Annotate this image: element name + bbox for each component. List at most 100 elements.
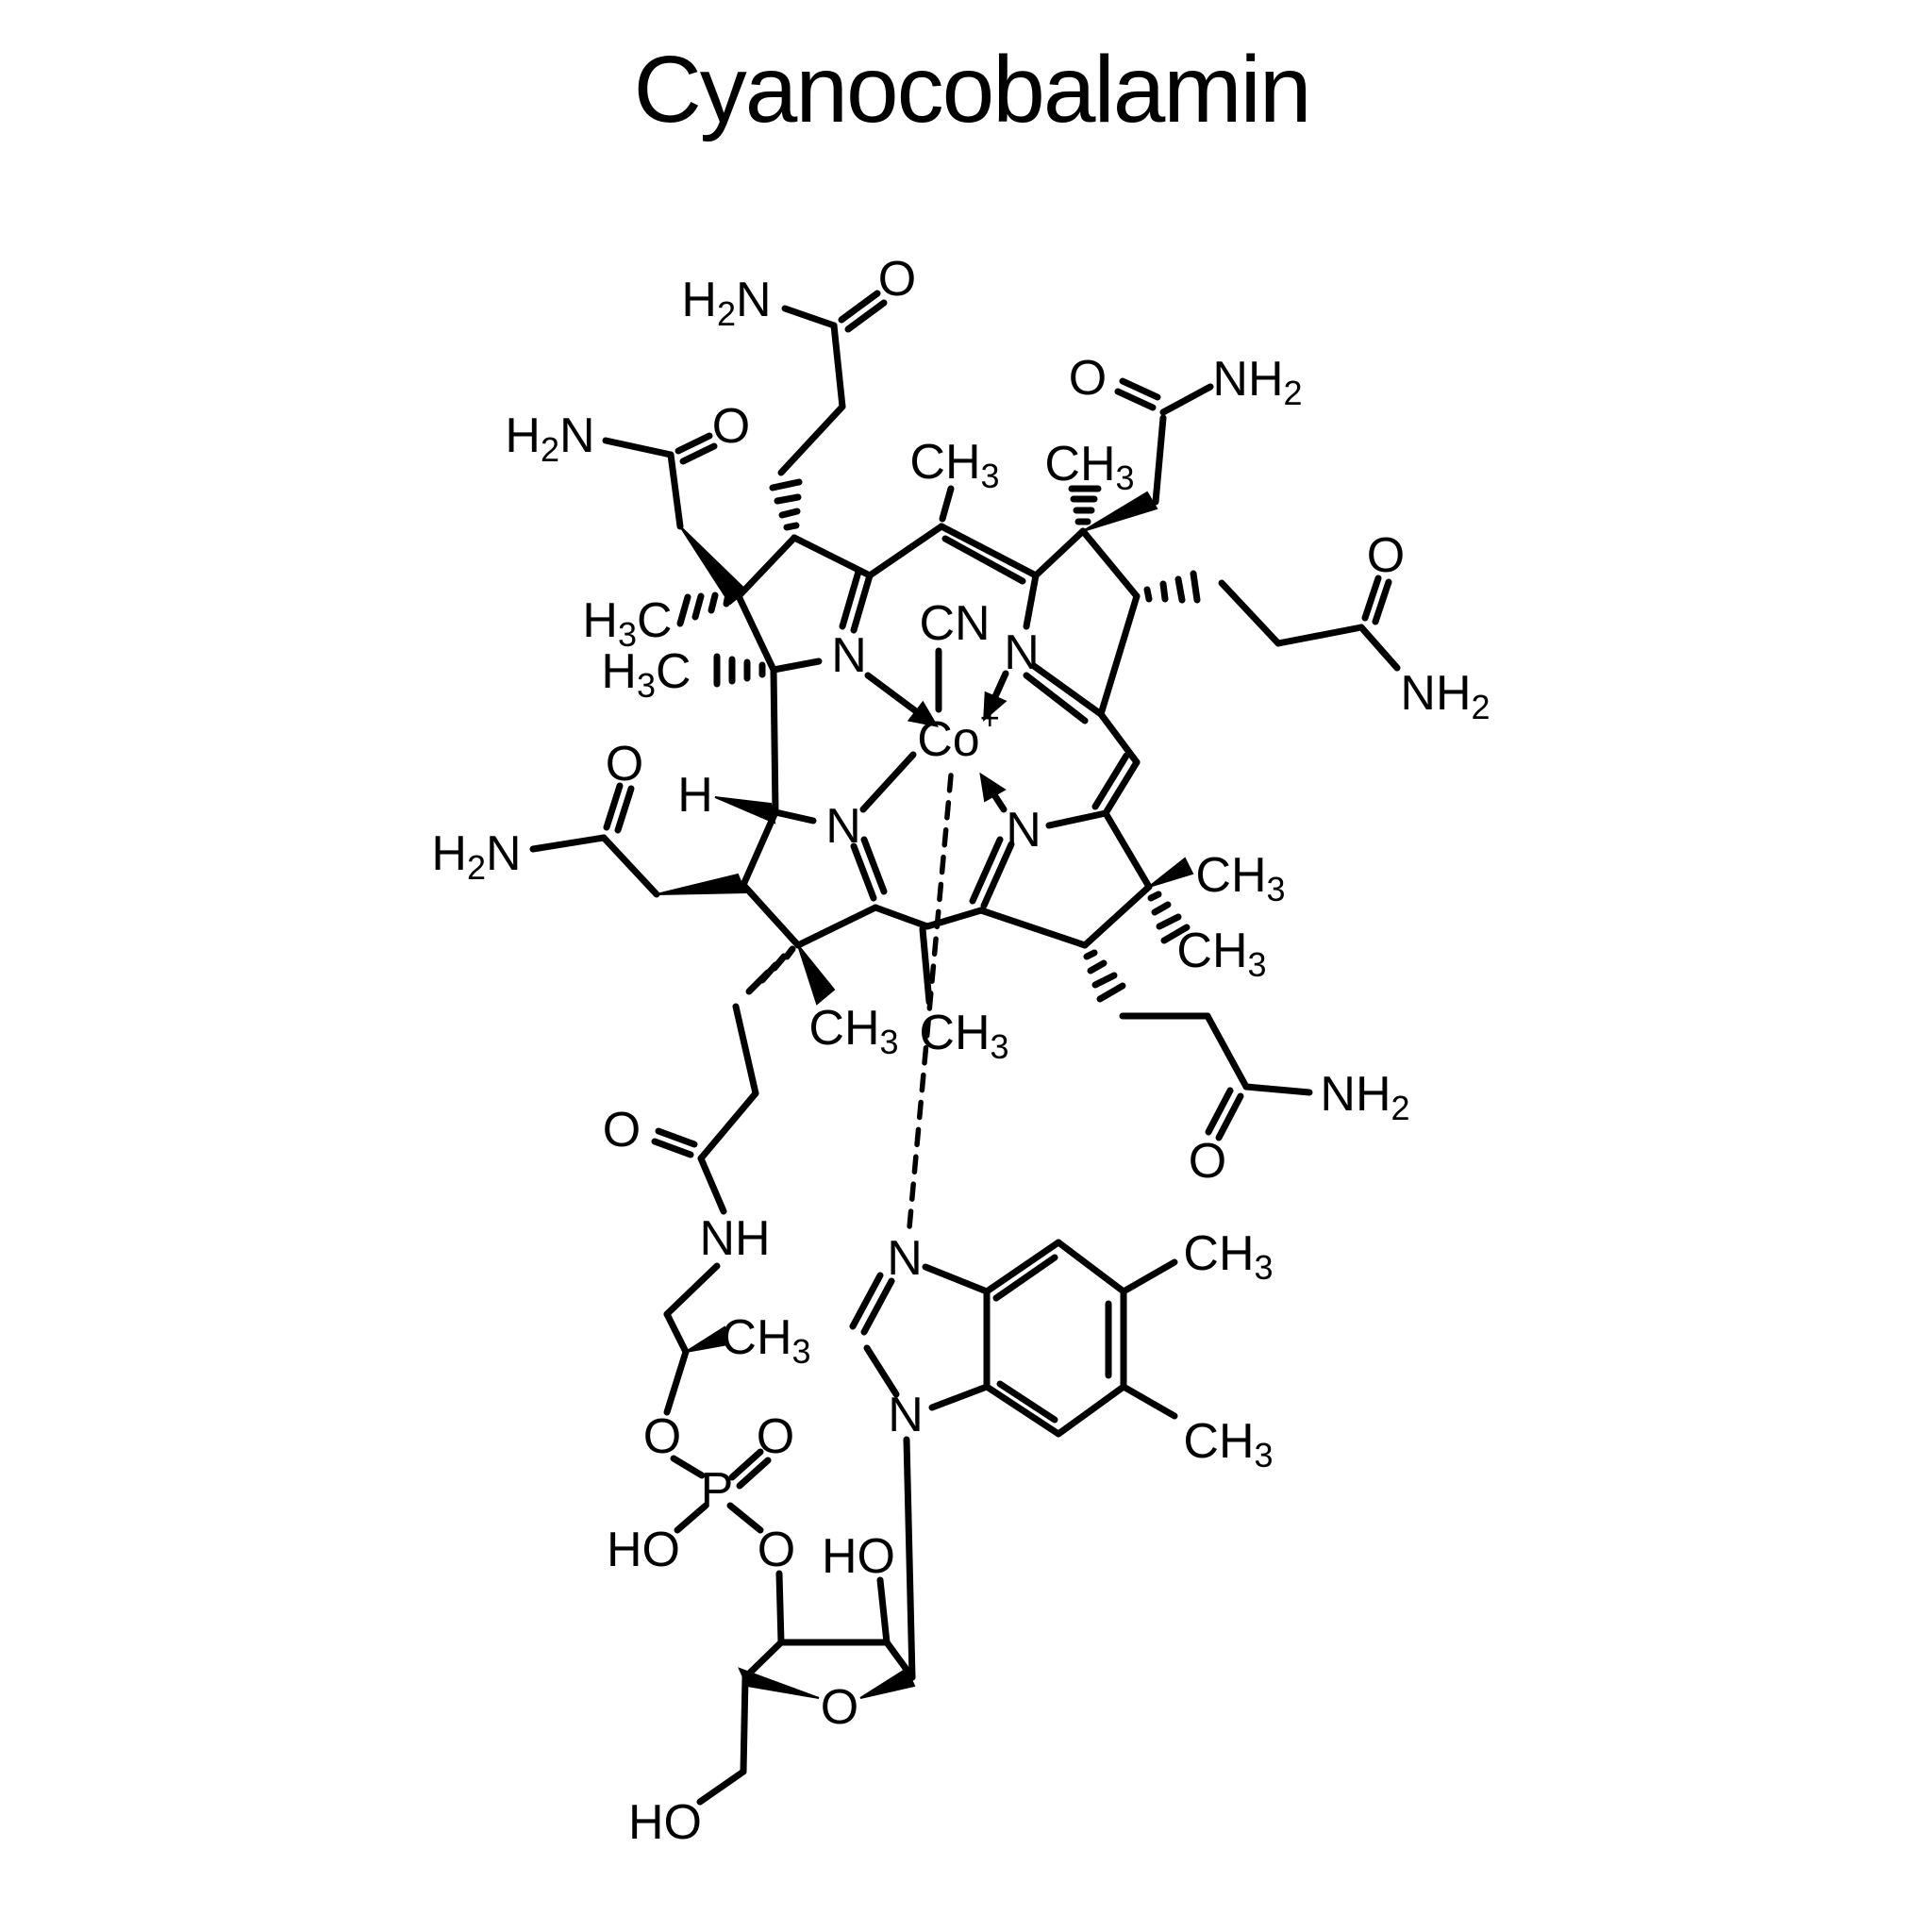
atom-label-amide4-o: O [1069, 351, 1107, 406]
double-bond [655, 1127, 698, 1148]
single-bond [770, 666, 779, 816]
atom-label-amide7-nh: NH [699, 1211, 770, 1266]
atom-label-n-lower-right: N [1006, 803, 1041, 858]
single-bond [939, 485, 955, 523]
wedge-bond [714, 796, 776, 824]
figure-title: Cyanocobalamin [634, 37, 1310, 142]
single-bond [697, 1155, 727, 1215]
double-bond [1102, 758, 1141, 817]
single-bond [663, 1262, 721, 1318]
double-bond [1215, 1092, 1244, 1141]
atom-label-cyanide: CN [919, 596, 990, 651]
atom-label-benzimidazole-ch3-b: CH3 [1183, 1414, 1273, 1474]
double-bond [1114, 388, 1157, 411]
double-bond [850, 842, 877, 902]
double-bond [983, 1383, 1062, 1438]
double-bond [996, 1380, 1058, 1424]
single-bond [1274, 624, 1365, 647]
single-bond [866, 523, 945, 579]
atom-label-ringc-c12-ch3-b: CH3 [1176, 924, 1266, 984]
double-bond [849, 1272, 884, 1330]
atom-label-phosphate-ho: HO [607, 1523, 680, 1577]
atom-label-n-upper-left: N [831, 628, 867, 683]
atom-label-ester-o-2: O [758, 1523, 795, 1577]
atom-label-amide3-o: O [606, 737, 643, 791]
hash-wedge-bond [1087, 959, 1108, 974]
atom-label-ringb-c7-ch3: CH3 [1044, 437, 1134, 497]
double-bond [1205, 1087, 1234, 1136]
single-bond [794, 904, 879, 949]
atom-label-phosphate-dbl-o: O [757, 1409, 794, 1464]
atom-label-amide2-h2n: H2N [505, 408, 594, 469]
single-bond [919, 925, 933, 1006]
atom-label-bridge-c15-ch3: CH3 [919, 1006, 1008, 1066]
hash-wedge-bond [691, 592, 705, 621]
hash-wedge-bond [1091, 972, 1118, 989]
single-bond [663, 1310, 690, 1356]
wedge-bond [656, 873, 747, 895]
single-bond [697, 1090, 759, 1162]
single-bond [928, 1383, 991, 1411]
hash-wedge-bond [1160, 924, 1191, 944]
hash-wedge-bond [708, 591, 719, 614]
double-bond [969, 836, 1004, 905]
single-bond [903, 1436, 916, 1681]
single-bond [1120, 1258, 1178, 1295]
double-bond [941, 535, 1026, 585]
single-bond [1159, 383, 1214, 416]
hash-wedge-bond [774, 493, 802, 505]
atom-label-ribose-ho: HO [822, 1529, 895, 1584]
dative-arrowhead-icon [979, 772, 1007, 803]
single-bond [1032, 527, 1087, 579]
hash-wedge-bond [1151, 901, 1172, 916]
single-bond [876, 1576, 891, 1646]
wedge-bond [1082, 491, 1158, 532]
single-bond [740, 881, 802, 949]
single-bond [726, 1502, 764, 1534]
double-bond [980, 841, 1015, 909]
atom-label-ringd-c17-ch3: CH3 [808, 1001, 898, 1061]
double-bond [838, 290, 881, 324]
single-bond [863, 1344, 900, 1398]
atom-label-ringc-c12-ch3-a: CH3 [1195, 848, 1285, 908]
atom-label-ester-o-1: O [643, 1409, 681, 1464]
single-bond [772, 808, 817, 824]
single-bond [1055, 1239, 1127, 1295]
single-bond [775, 1570, 785, 1646]
single-bond [1079, 527, 1141, 600]
atom-label-amide6-o: O [1189, 1134, 1226, 1189]
single-bond [1204, 1012, 1250, 1091]
single-bond [830, 322, 846, 410]
hash-wedge-bond [1174, 575, 1186, 604]
hash-wedge-bond [1096, 982, 1126, 1003]
atom-label-n-upper-right: N [1004, 625, 1040, 680]
single-bond [735, 534, 798, 600]
atom-label-linker-ch3: CH3 [721, 1310, 810, 1371]
wedge-bond [859, 1667, 916, 1699]
atom-label-benzimidazole-ch3-a: CH3 [1183, 1226, 1273, 1287]
single-bond [674, 1502, 709, 1534]
hash-wedge-bond [778, 508, 801, 519]
atom-label-ribose-ho-bottom: HO [628, 1795, 702, 1850]
atom-label-ribose-ring-o: O [821, 1680, 858, 1735]
single-bond [1081, 883, 1153, 949]
hash-wedge-bond [1159, 580, 1169, 603]
atom-label-amide1-o: O [878, 252, 916, 307]
single-bond [1120, 1383, 1178, 1420]
double-bond [850, 572, 874, 634]
atom-label-amide6-nh2: NH2 [1320, 1067, 1409, 1127]
single-bond [770, 658, 823, 674]
wedge-bond [685, 1325, 730, 1353]
single-bond [602, 437, 675, 458]
atom-label-benzimidazole-n-bottom: N [888, 1388, 924, 1442]
single-bond [667, 451, 684, 530]
single-bond [922, 1263, 991, 1295]
atom-label-amide3-h2n: H2N [431, 826, 521, 887]
atom-label-cobalt: Co+ [917, 698, 1000, 768]
atom-label-ringd-c19-h: H [677, 768, 713, 823]
hash-wedge-bond [783, 522, 800, 531]
hash-wedge-bond [1083, 949, 1098, 960]
wedge-bond [797, 944, 836, 1006]
